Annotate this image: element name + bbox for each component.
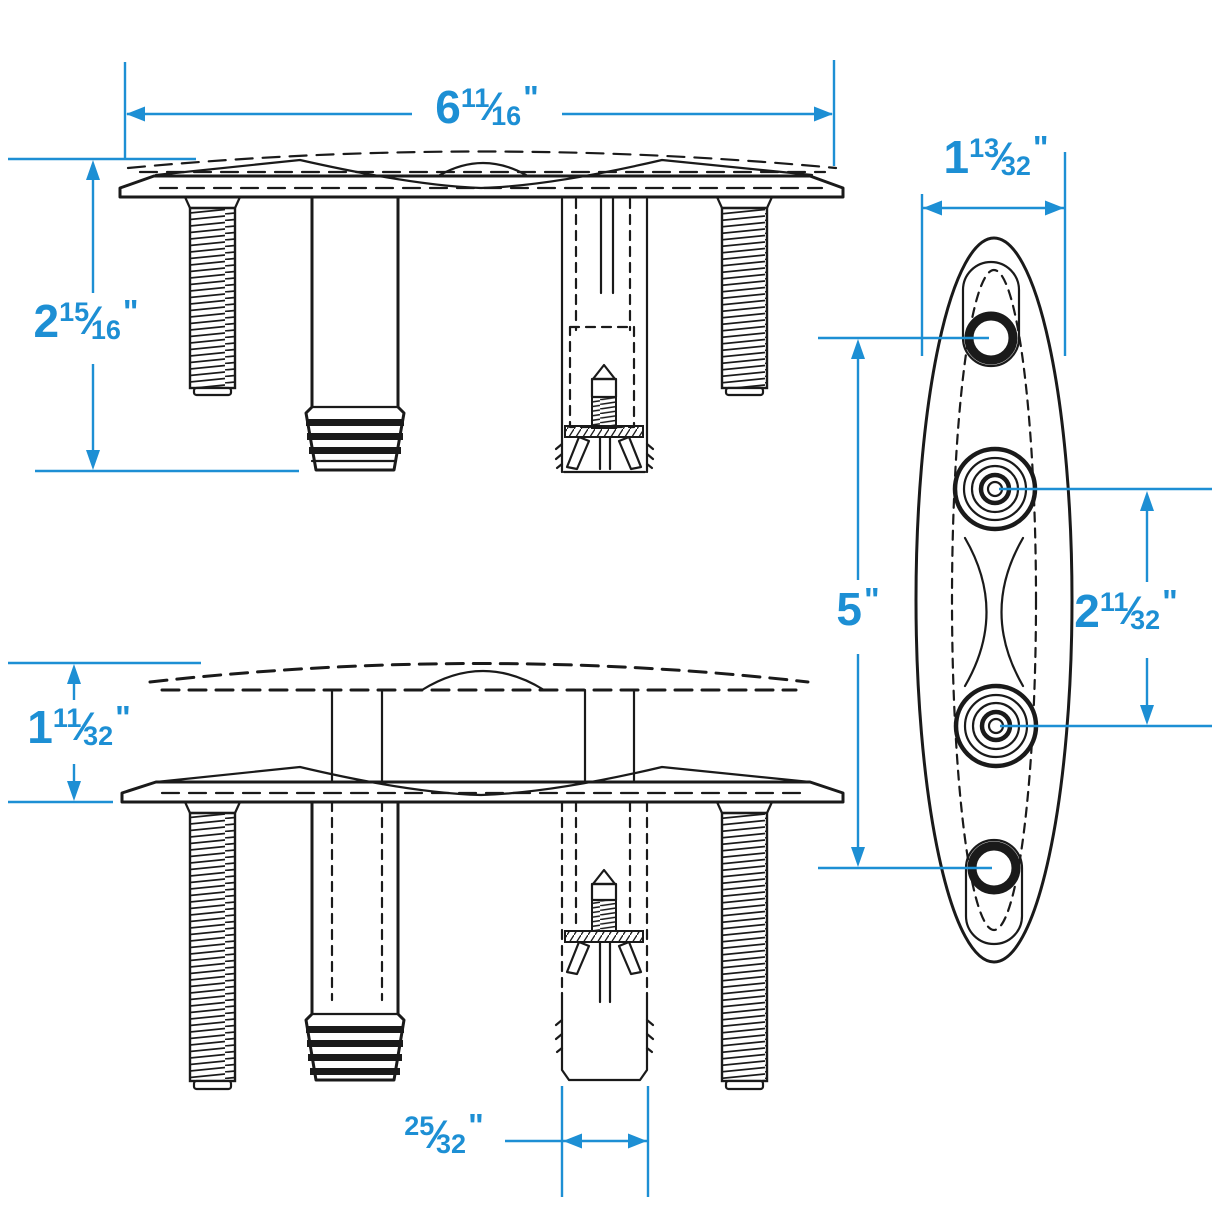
dim-unit: ": [1162, 583, 1178, 620]
mount-stud-right-icon: [715, 195, 774, 397]
dim-unit: ": [523, 79, 539, 116]
fraction-slash: ⁄: [1127, 589, 1133, 633]
raised-cleat-dome-icon: [148, 662, 810, 784]
dim-whole: 2: [1074, 585, 1100, 637]
dim-whole: 6: [435, 81, 461, 133]
dim-whole: 1: [27, 701, 53, 753]
fraction-slash: ⁄: [433, 1113, 439, 1157]
side-view-raised: [120, 662, 845, 1091]
mount-stud-left-icon: [183, 800, 242, 1091]
dim-denominator: 32: [436, 1129, 467, 1159]
dim-numerator: 11: [1099, 587, 1129, 617]
dim-unit: ": [468, 1107, 484, 1144]
dim-whole: 5: [836, 583, 862, 635]
dim-label-anchor-width: 25⁄32": [380, 1107, 508, 1159]
dim-unit: ": [122, 293, 139, 330]
deck-plate-icon: [118, 150, 845, 199]
dim-numerator: 13: [969, 133, 1000, 163]
oval-base-outline: [914, 236, 1074, 964]
cleat-body-outline: [950, 268, 1038, 932]
dim-whole: 1: [943, 131, 970, 183]
dim-hole-span-outer-lines: [818, 336, 992, 870]
dim-top-view-width-lines: [920, 152, 1067, 356]
fraction-slash: ⁄: [88, 299, 94, 343]
dim-denominator: 32: [1130, 605, 1161, 635]
fraction-slash: ⁄: [998, 135, 1004, 179]
dim-whole: 2: [33, 295, 60, 347]
dim-numerator: 25: [404, 1111, 435, 1141]
dim-denominator: 16: [491, 101, 522, 131]
dim-numerator: 11: [460, 83, 490, 113]
dim-hole-span-inner-lines: [999, 487, 1212, 728]
dim-overall-width-lines: [123, 60, 836, 166]
dim-unit: ": [863, 581, 880, 618]
cleat-horn-right-icon: [1000, 536, 1025, 688]
dim-label-hole-span-outer: 5": [820, 581, 896, 635]
cleat-horn-left-icon: [963, 536, 988, 688]
dim-numerator: 15: [59, 297, 90, 327]
barbed-leg-icon: [304, 800, 406, 1082]
barbed-leg-icon: [304, 195, 406, 472]
dim-anchor-width-lines: [505, 1086, 650, 1197]
bolt-boss-upper-icon: [952, 446, 1038, 532]
toggle-anchor-mechanism-icon: [554, 196, 655, 474]
dim-popup-height-lines: [8, 661, 201, 804]
dim-unit: ": [115, 699, 131, 736]
deck-plate-icon: [120, 765, 845, 804]
bottom-recess-outline: [964, 838, 1024, 946]
dim-unit: ": [1032, 129, 1049, 166]
mount-stud-left-icon: [183, 195, 242, 397]
dim-numerator: 11: [52, 703, 82, 733]
toggle-anchor-mechanism-icon: [554, 800, 655, 1082]
dim-denominator: 32: [83, 721, 114, 751]
top-recess-outline: [961, 260, 1021, 368]
mount-stud-right-icon: [715, 800, 774, 1091]
fraction-slash: ⁄: [488, 85, 494, 129]
side-view-flush: [118, 150, 845, 474]
dim-overall-height-lines: [8, 157, 299, 473]
dimension-annotations: [8, 60, 1212, 1197]
dim-denominator: 16: [90, 315, 121, 345]
dim-denominator: 32: [1000, 151, 1031, 181]
fraction-slash: ⁄: [80, 705, 86, 749]
